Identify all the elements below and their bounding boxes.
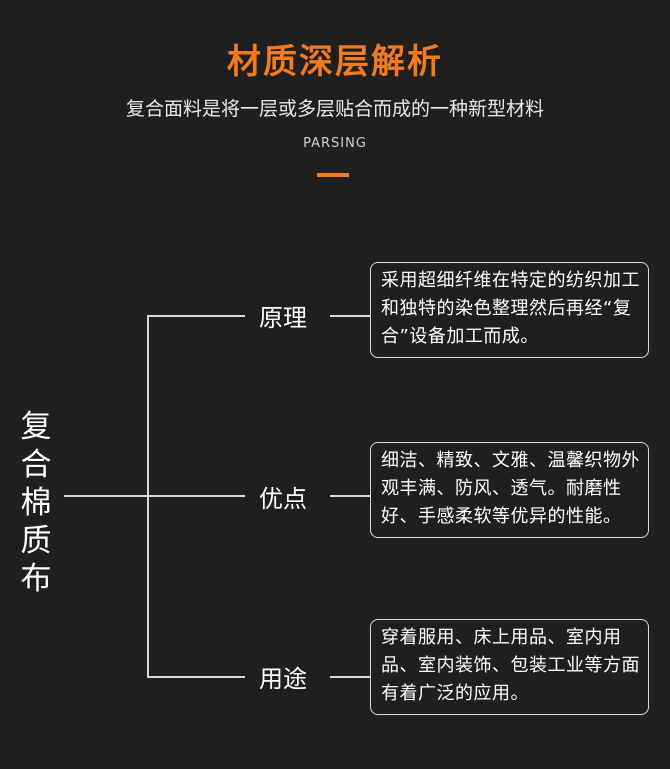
description-box-uses: 穿着服用、床上用品、室内用品、室内装饰、包装工业等方面有着广泛的应用。 (370, 619, 649, 715)
branch-label-advantages: 优点 (259, 485, 307, 513)
connector-branch-3 (147, 676, 245, 678)
connector-branch-1 (147, 315, 245, 317)
connector-branch-2 (147, 495, 245, 497)
branch-label-uses: 用途 (259, 665, 307, 693)
description-box-advantages: 细洁、精致、文雅、温馨织物外观丰满、防风、透气。耐磨性好、手感柔软等优异的性能。 (370, 442, 649, 538)
branch-label-principle: 原理 (259, 304, 307, 332)
connector-box-1 (330, 315, 370, 317)
connector-box-2 (330, 495, 370, 497)
connector-root-horizontal (64, 495, 148, 497)
accent-bar (317, 173, 349, 177)
page-subtitle: 复合面料是将一层或多层贴合而成的一种新型材料 (125, 98, 544, 120)
section-tag: PARSING (303, 136, 367, 151)
page-title: 材质深层解析 (227, 42, 443, 82)
connector-box-3 (330, 676, 370, 678)
root-label: 复合棉质布 (20, 409, 52, 597)
description-box-principle: 采用超细纤维在特定的纺织加工和独特的染色整理然后再经“复合”设备加工而成。 (370, 262, 649, 358)
